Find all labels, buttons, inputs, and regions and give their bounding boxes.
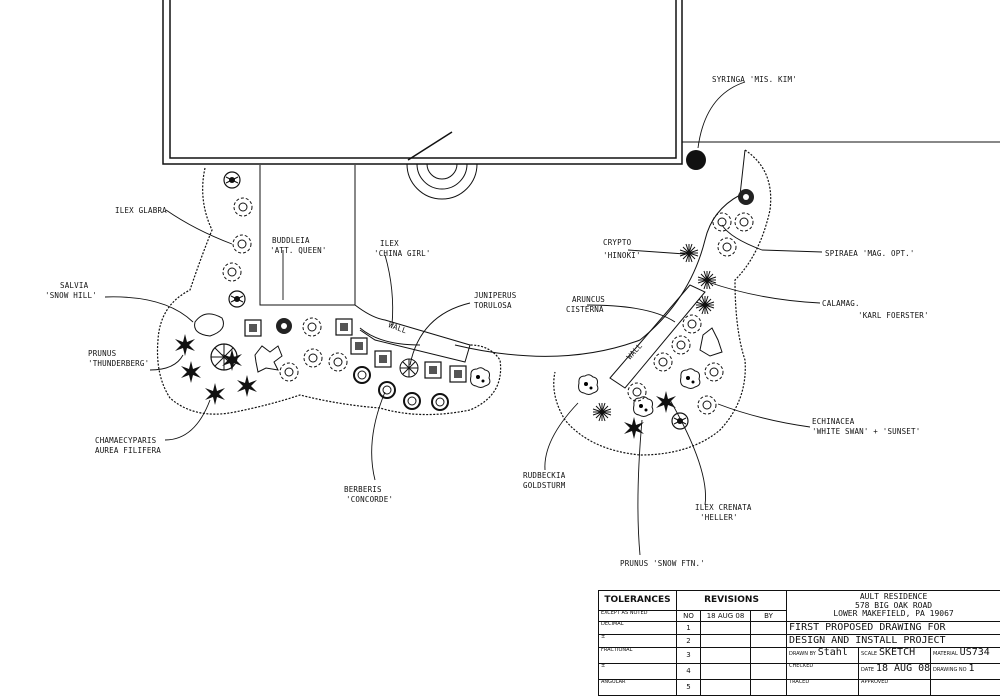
right-bed-plants [578, 150, 754, 439]
label-chamaecyparis-cv: AUREA FILIFERA [95, 446, 161, 455]
drawn-by-label: DRAWN BY [789, 651, 816, 657]
label-crypto: CRYPTO [603, 238, 632, 247]
drawing-no-cell: DRAWING NO 1 [930, 663, 1000, 680]
angular-label: ANGULAR [598, 679, 677, 696]
label-berberis: BERBERIS [344, 485, 382, 494]
client-city: LOWER MAKEFIELD, PA 19067 [833, 609, 954, 619]
rev-1: 1 [676, 621, 701, 635]
label-spiraea: SPIRAEA 'MAG. OPT.' [825, 249, 915, 258]
house-outline [162, 0, 1000, 200]
material-value: US734 [959, 647, 990, 658]
label-prunus-bottom: PRUNUS 'SNOW FTN.' [620, 559, 705, 568]
right-bed-outline [553, 149, 772, 456]
traced-label: TRACED [786, 679, 860, 696]
scale-value: SKETCH [878, 647, 916, 658]
label-rudbeckia-cv: GOLDSTURM [523, 481, 566, 490]
rev-date-header: 18 AUG 08 [700, 610, 751, 622]
rev-by-header: BY [749, 610, 788, 622]
label-aruncus: ARUNCUS [572, 295, 605, 304]
fractional-label: FRACTIONAL [598, 647, 677, 664]
rev-5: 5 [676, 679, 701, 696]
approved-label: APPROVED [858, 679, 932, 696]
scale-label: SCALE [861, 651, 878, 657]
leader-lines [104, 81, 823, 556]
drawing-no-value: 1 [968, 663, 975, 674]
except-noted: EXCEPT AS NOTED [598, 610, 677, 622]
label-juniperus: JUNIPERUS [474, 291, 517, 300]
rev-no-header: NO [676, 610, 701, 622]
drawn-by-cell: DRAWN BY Stahl [786, 647, 860, 664]
label-rudbeckia: RUDBECKIA [523, 471, 566, 480]
label-salvia: SALVIA [60, 281, 89, 290]
label-salvia-cv: 'SNOW HILL' [45, 291, 97, 300]
label-prunus-left: PRUNUS [88, 349, 117, 358]
retaining-walls [359, 327, 421, 346]
drawing-no-label: DRAWING NO [933, 667, 967, 673]
label-prunus-left-cv: 'THUNDERBERG' [88, 359, 149, 368]
label-ilex-crenata: ILEX CRENATA [695, 503, 752, 512]
client-address: AULT RESIDENCE 578 BIG OAK ROAD LOWER MA… [786, 590, 1000, 622]
label-calamag: CALAMAG. [822, 299, 860, 308]
fractional-pm: ± [598, 663, 677, 680]
rev-3: 3 [676, 647, 701, 664]
label-chamaecyparis: CHAMAECYPARIS [95, 436, 157, 445]
label-ilex-crenata-cv: 'HELLER' [700, 513, 738, 522]
project-line-1: FIRST PROPOSED DRAWING FOR [786, 621, 1000, 635]
label-ilex-chinagirl: ILEX [380, 239, 399, 248]
drawn-by-value: Stahl [817, 647, 848, 658]
label-ilex-chinagirl-cv: 'CHINA GIRL' [374, 249, 431, 258]
revisions-heading: REVISIONS [675, 590, 788, 611]
label-calamag-cv: 'KARL FOERSTER' [858, 311, 929, 320]
rev-4: 4 [676, 663, 701, 680]
date-cell: DATE 18 AUG 08 [858, 663, 932, 680]
date-label: DATE [861, 667, 875, 673]
client-name: AULT RESIDENCE [859, 591, 928, 601]
left-bed-outline [156, 167, 502, 416]
date-value: 18 AUG 08 [875, 663, 931, 674]
material-label: MATERIAL [933, 651, 958, 657]
rev-2: 2 [676, 634, 701, 648]
label-buddleia-cv: 'ATT. QUEEN' [270, 246, 327, 255]
decimal-label: DECIMAL [598, 621, 677, 635]
bed-inner-lines [259, 149, 746, 389]
label-juniperus-cv: TORULOSA [474, 301, 512, 310]
label-crypto-cv: 'HINOKI' [603, 251, 641, 260]
label-buddleia: BUDDLEIA [272, 236, 310, 245]
wall-label-left: WALL [387, 320, 408, 335]
label-ilex-glabra: ILEX GLABRA [115, 206, 167, 215]
tolerances-heading: TOLERANCES [598, 590, 677, 611]
label-aruncus-cv: CISTERNA [566, 305, 604, 314]
decimal-pm: ± [598, 634, 677, 648]
label-echinacea-cv: 'WHITE SWAN' + 'SUNSET' [812, 427, 920, 436]
material-cell: MATERIAL US734 [930, 647, 1000, 664]
label-syringa: SYRINGA 'MIS. KIM' [712, 75, 797, 84]
client-street: 578 BIG OAK ROAD [855, 600, 933, 610]
project-line-2: DESIGN AND INSTALL PROJECT [786, 634, 1000, 648]
checked-label: CHECKED [786, 663, 860, 680]
left-bed-plants [175, 171, 491, 411]
scale-cell: SCALE SKETCH [858, 647, 932, 664]
label-berberis-cv: 'CONCORDE' [346, 495, 393, 504]
label-echinacea: ECHINACEA [812, 417, 855, 426]
title-block: TOLERANCES REVISIONS AULT RESIDENCE 578 … [598, 590, 1000, 696]
